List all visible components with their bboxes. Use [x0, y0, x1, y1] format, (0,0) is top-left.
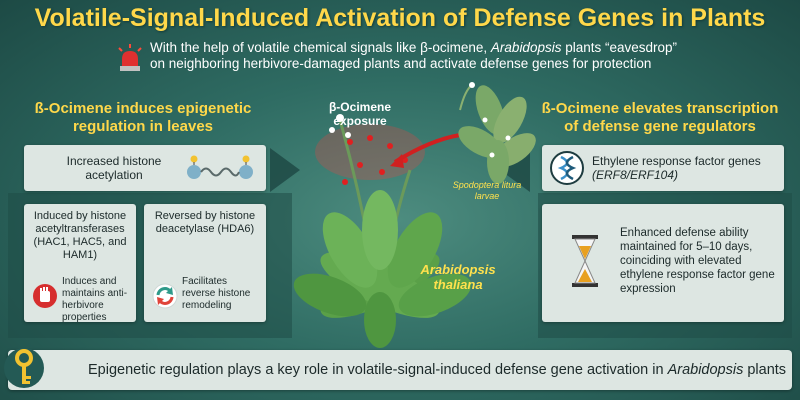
defense-box: Enhanced defense ability maintained for … — [542, 204, 784, 322]
larvae-label: Spodoptera litura larvae — [452, 180, 522, 201]
reverse-arrows-icon — [152, 283, 178, 309]
ocimene-exposure-label: β-Ocimene exposure — [328, 100, 391, 128]
plant-species-label: Arabidopsis thaliana — [420, 262, 496, 292]
histone-icon — [187, 155, 253, 179]
left-heading: ß-Ocimene induces epigenetic regulation … — [34, 100, 252, 135]
conclusion-bar: Epigenetic regulation plays a key role i… — [4, 348, 792, 390]
hat-box: Induced by histone acetyltransferases (H… — [24, 204, 136, 323]
alarm-siren-icon — [118, 44, 142, 71]
arabidopsis-plant-illustration — [293, 82, 536, 348]
right-heading: ß-Ocimene elevates transcription of defe… — [541, 100, 779, 135]
stop-hand-icon — [33, 284, 57, 308]
acetylation-box: Increased histone acetylation — [24, 145, 266, 191]
hourglass-icon — [572, 235, 598, 287]
hda-box: Reversed by histone deacetylase (HDA6) F… — [144, 204, 266, 322]
key-icon — [4, 348, 44, 388]
dna-icon — [550, 151, 584, 185]
erf-box: Ethylene response factor genes (ERF8/ERF… — [542, 145, 784, 191]
subtitle: With the help of volatile chemical signa… — [150, 40, 678, 71]
page-title: Volatile-Signal-Induced Activation of De… — [34, 4, 766, 32]
